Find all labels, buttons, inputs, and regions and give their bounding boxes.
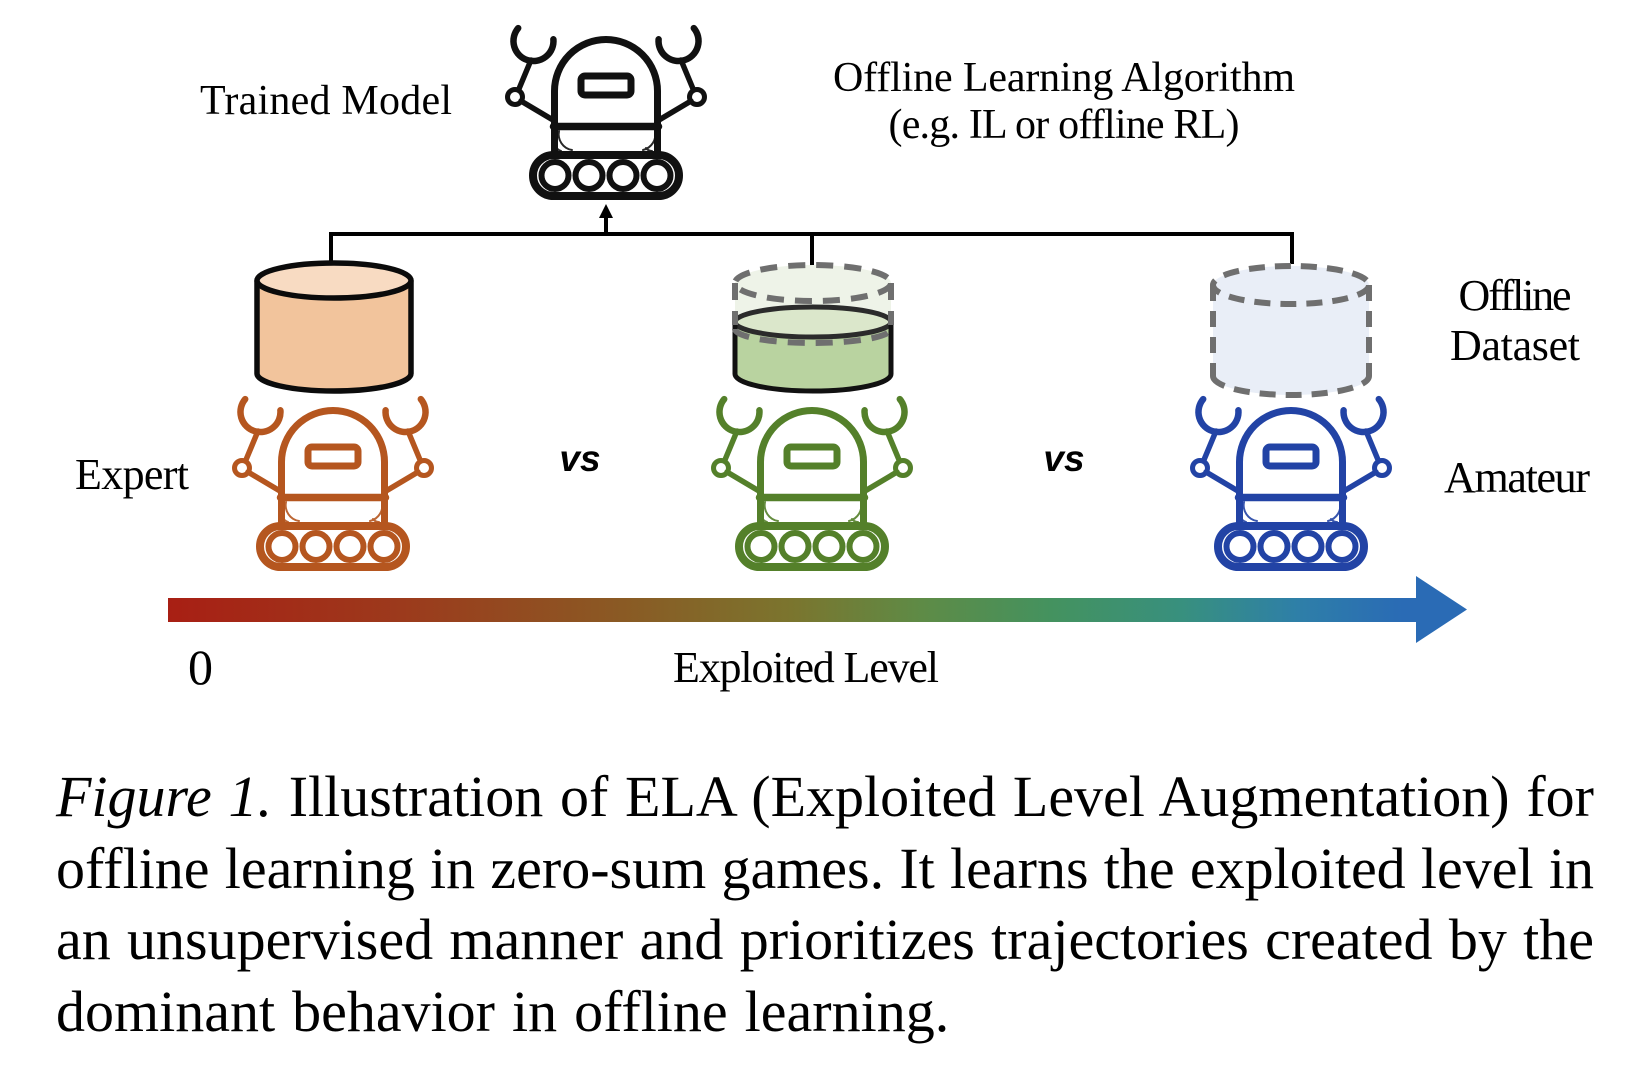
svg-text:0: 0 xyxy=(188,639,213,695)
svg-text:Offline: Offline xyxy=(1459,271,1572,320)
svg-text:Expert: Expert xyxy=(75,450,189,499)
svg-text:Dataset: Dataset xyxy=(1450,321,1580,370)
svg-text:Exploited Level: Exploited Level xyxy=(673,643,939,692)
svg-text:vs: vs xyxy=(559,438,600,479)
svg-text:Offline Learning Algorithm: Offline Learning Algorithm xyxy=(833,55,1295,101)
svg-text:(e.g. IL or offline RL): (e.g. IL or offline RL) xyxy=(889,102,1240,148)
svg-text:Trained Model: Trained Model xyxy=(200,78,452,124)
svg-text:vs: vs xyxy=(1043,438,1084,479)
svg-text:Amateur: Amateur xyxy=(1444,453,1590,502)
